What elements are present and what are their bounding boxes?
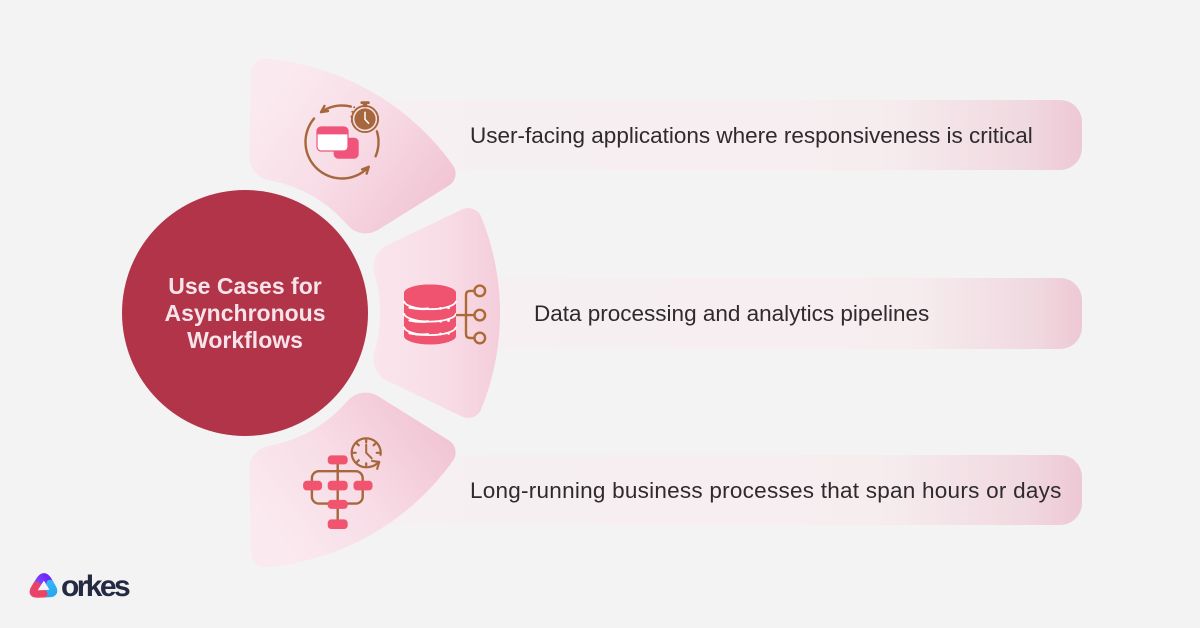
svg-text:Use Cases for: Use Cases for <box>168 273 321 299</box>
svg-text:Asynchronous: Asynchronous <box>164 300 325 326</box>
svg-text:orkes: orkes <box>61 570 130 603</box>
svg-text:Workflows: Workflows <box>187 327 303 353</box>
svg-text:User-facing applications where: User-facing applications where responsiv… <box>470 123 1033 148</box>
svg-text:Long-running business processe: Long-running business processes that spa… <box>470 478 1062 503</box>
svg-text:Data processing and analytics: Data processing and analytics pipelines <box>534 301 929 326</box>
